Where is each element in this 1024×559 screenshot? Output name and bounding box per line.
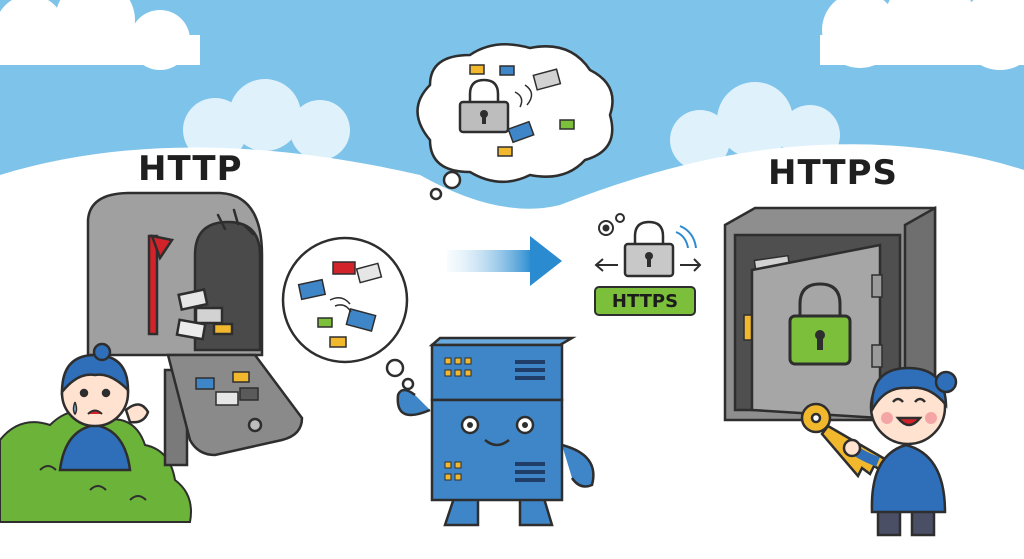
safe-icon — [723, 205, 937, 422]
mailbox-icon — [86, 191, 304, 467]
alert-lines — [216, 208, 255, 236]
double-arrow-icon — [594, 258, 702, 272]
server-mascot-icon — [396, 336, 595, 527]
happy-person-icon — [842, 366, 958, 537]
worried-person-icon — [58, 342, 150, 472]
http-heading: HTTP — [138, 149, 243, 189]
padlock-icon — [623, 220, 697, 278]
speech-bubble-icon — [281, 236, 415, 391]
padlock-icon — [458, 78, 510, 134]
https-heading: HTTPS — [768, 153, 899, 193]
cloud-icon — [0, 0, 200, 70]
gear-icon — [598, 213, 625, 236]
https-badge: HTTPS — [594, 286, 696, 316]
green-padlock-icon — [788, 282, 852, 366]
arrow-right-icon — [447, 236, 562, 286]
mail-flag-icon — [147, 234, 175, 336]
cloud-bank — [183, 79, 840, 170]
thought-bubble-icon — [416, 43, 614, 201]
cloud-icon — [820, 0, 1024, 70]
letters-icon — [175, 287, 234, 341]
